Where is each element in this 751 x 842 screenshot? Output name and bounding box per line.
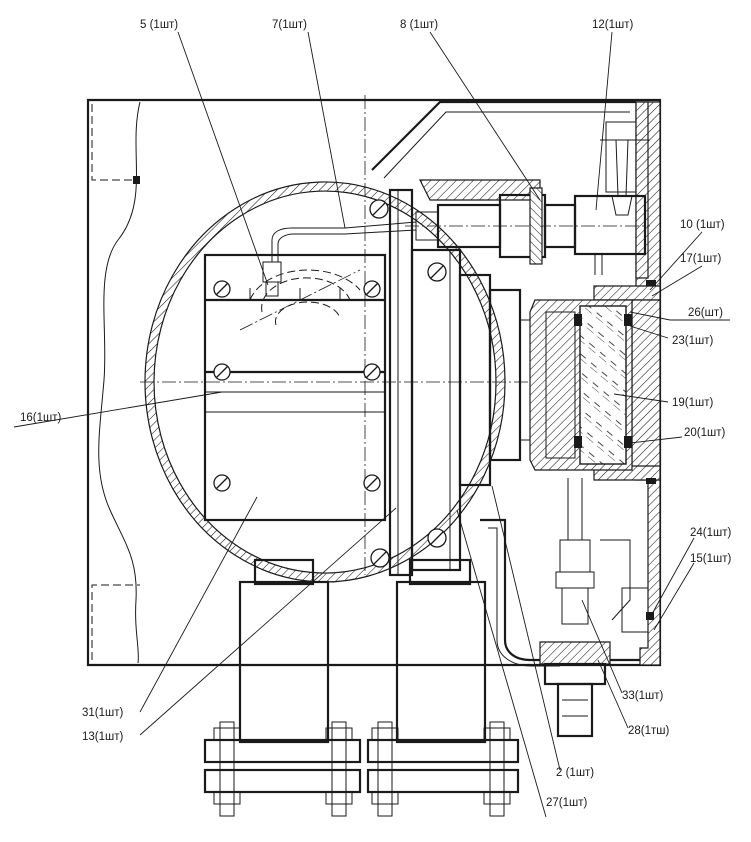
label-part-26: 26(шт): [688, 307, 723, 319]
window-19: [529, 299, 633, 471]
label-part-24: 24(1шт): [690, 527, 732, 539]
sensor-5: [249, 227, 361, 326]
label-part-27: 27(1шт): [546, 797, 588, 809]
leader-lines: [13, 31, 730, 818]
screw-icon: [363, 363, 381, 381]
label-part-13: 13(1шт): [82, 731, 124, 743]
screw-icon: [363, 474, 381, 492]
label-part-20: 20(1шт): [684, 427, 726, 439]
screw-icon: [427, 528, 447, 548]
part-labels: 5 (1шт) 7(1шт) 8 (1шт) 12(1шт) 10 (1шт) …: [20, 19, 732, 809]
housing-frame: [86, 98, 662, 667]
screw-icon: [213, 363, 231, 381]
label-part-10: 10 (1шт): [680, 219, 725, 231]
right-wall: [593, 101, 661, 666]
label-part-28: 28(1тш): [628, 725, 670, 737]
label-part-8: 8 (1шт): [400, 19, 438, 31]
inner-block: [203, 253, 387, 522]
label-part-12: 12(1шт): [592, 19, 634, 31]
screw-icon: [213, 280, 231, 298]
label-part-23: 23(1шт): [672, 335, 714, 347]
label-part-33: 33(1шт): [622, 690, 664, 702]
screw-heads: [213, 199, 447, 568]
label-part-19: 19(1шт): [672, 397, 714, 409]
label-part-16: 16(1шт): [20, 412, 62, 424]
screw-icon: [363, 280, 381, 298]
label-part-2: 2 (1шт): [556, 767, 594, 779]
connector-8-12: [344, 187, 647, 275]
label-part-15: 15(1шт): [690, 553, 732, 565]
label-part-7: 7(1шт): [272, 19, 307, 31]
center-lines: [140, 95, 650, 575]
label-part-17: 17(1шт): [680, 253, 722, 265]
legs: [203, 558, 520, 817]
screw-icon: [369, 199, 389, 219]
screw-icon: [370, 548, 390, 568]
label-part-31: 31(1шт): [82, 707, 124, 719]
fitting-33-28: [539, 478, 654, 738]
screw-icon: [213, 474, 231, 492]
screw-icon: [427, 262, 447, 282]
label-part-5: 5 (1шт): [140, 19, 178, 31]
